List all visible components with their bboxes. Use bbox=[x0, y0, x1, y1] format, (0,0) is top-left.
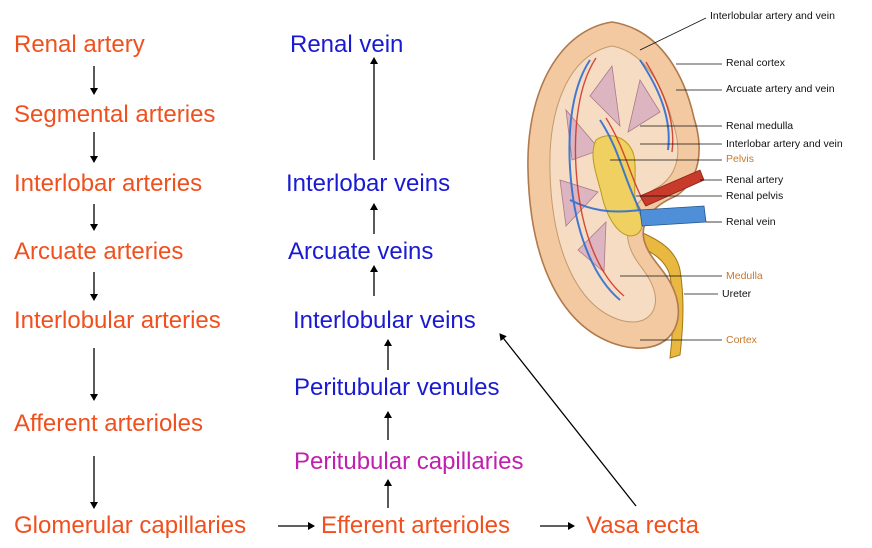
glomerular-capillaries-label: Glomerular capillaries bbox=[14, 514, 246, 538]
interlobular-arteries-label: Interlobular arteries bbox=[14, 309, 221, 333]
kidney-label-cortex: Cortex bbox=[726, 335, 757, 346]
kidney-cross-section-figure bbox=[520, 0, 872, 375]
kidney-label-interlobular-artery-vein: Interlobular artery and vein bbox=[710, 11, 835, 22]
vasa-recta-label: Vasa recta bbox=[586, 514, 699, 538]
kidney-label-interlobar-artery-vein: Interlobar artery and vein bbox=[726, 139, 843, 150]
kidney-label-renal-artery: Renal artery bbox=[726, 175, 783, 186]
interlobar-veins-label: Interlobar veins bbox=[286, 172, 450, 196]
peritubular-capillaries-label: Peritubular capillaries bbox=[294, 450, 523, 474]
kidney-label-arcuate-artery-vein: Arcuate artery and vein bbox=[726, 84, 835, 95]
renal-artery-label: Renal artery bbox=[14, 33, 145, 57]
arcuate-veins-label: Arcuate veins bbox=[288, 240, 433, 264]
kidney-label-medulla: Medulla bbox=[726, 271, 763, 282]
peritubular-venules-label: Peritubular venules bbox=[294, 376, 499, 400]
kidney-label-renal-cortex: Renal cortex bbox=[726, 58, 785, 69]
kidney-illustration bbox=[520, 0, 872, 370]
kidney-label-pelvis: Pelvis bbox=[726, 154, 754, 165]
segmental-arteries-label: Segmental arteries bbox=[14, 103, 215, 127]
renal-vein-shape bbox=[640, 206, 706, 226]
efferent-arterioles-label: Efferent arterioles bbox=[321, 514, 510, 538]
kidney-label-ureter: Ureter bbox=[722, 289, 751, 300]
kidney-label-renal-medulla: Renal medulla bbox=[726, 121, 793, 132]
interlobular-veins-label: Interlobular veins bbox=[293, 309, 476, 333]
kidney-label-renal-pelvis: Renal pelvis bbox=[726, 191, 783, 202]
afferent-arterioles-label: Afferent arterioles bbox=[14, 412, 203, 436]
arcuate-arteries-label: Arcuate arteries bbox=[14, 240, 183, 264]
kidney-label-renal-vein: Renal vein bbox=[726, 217, 776, 228]
interlobar-arteries-label: Interlobar arteries bbox=[14, 172, 202, 196]
renal-vein-label: Renal vein bbox=[290, 33, 403, 57]
